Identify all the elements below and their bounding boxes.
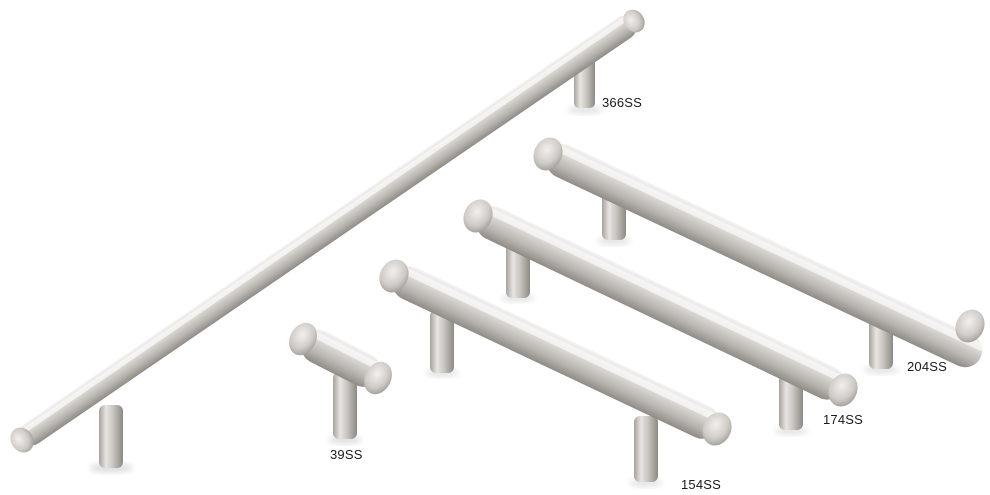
handle-204ss [533,137,985,374]
label-204ss: 204SS [907,359,948,374]
handle-174ss [463,199,858,435]
handle-39ss [289,322,392,444]
label-366ss: 366SS [602,95,643,110]
label-39ss: 39SS [330,447,363,462]
handle-154ss [379,259,732,487]
label-154ss: 154SS [681,477,722,492]
handle-366ss [10,9,645,473]
label-174ss: 174SS [823,412,864,427]
